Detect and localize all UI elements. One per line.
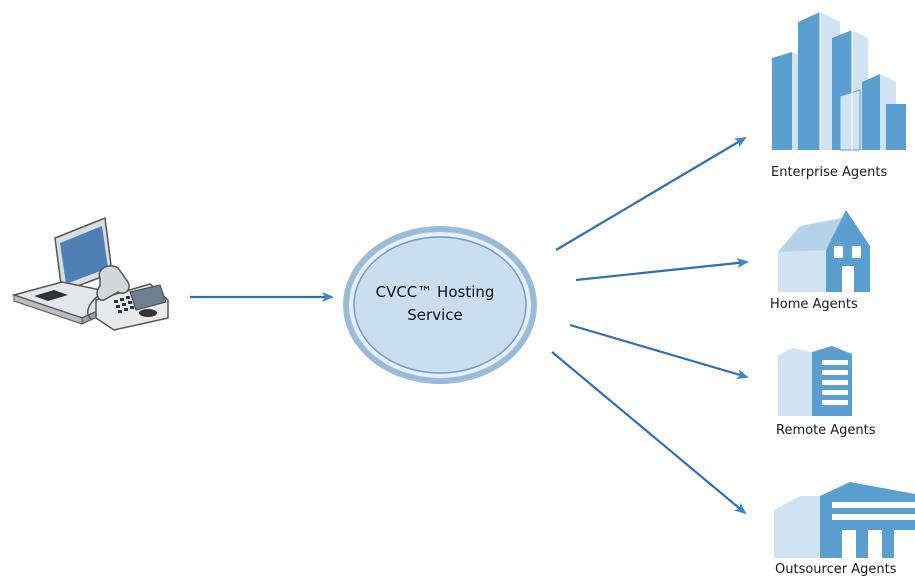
- arrow-hub-to-enterprise: [555, 136, 747, 251]
- arrow-hub-to-outsourcer: [551, 351, 747, 515]
- home-agents-label: Home Agents: [770, 297, 858, 312]
- outsourcer-agents-label: Outsourcer Agents: [775, 562, 897, 577]
- enterprise-agents-label: Enterprise Agents: [771, 165, 888, 180]
- arrow-hub-to-remote: [569, 323, 749, 379]
- outsourcer-building-icon: [774, 482, 915, 558]
- house-icon: [778, 210, 870, 292]
- hub-ellipse: [343, 226, 537, 384]
- laptop-and-desk-phone-icon: [11, 216, 169, 331]
- hub-label-line1: CVCC™ Hosting: [375, 283, 495, 301]
- hub-label-line2: Service: [407, 306, 463, 324]
- remote-agents-label: Remote Agents: [776, 423, 876, 438]
- arrow-hub-to-home: [575, 258, 749, 282]
- small-office-building-icon: [778, 346, 852, 416]
- office-towers-icon: [772, 12, 906, 151]
- hub-label: CVCC™ Hosting Service: [372, 281, 498, 327]
